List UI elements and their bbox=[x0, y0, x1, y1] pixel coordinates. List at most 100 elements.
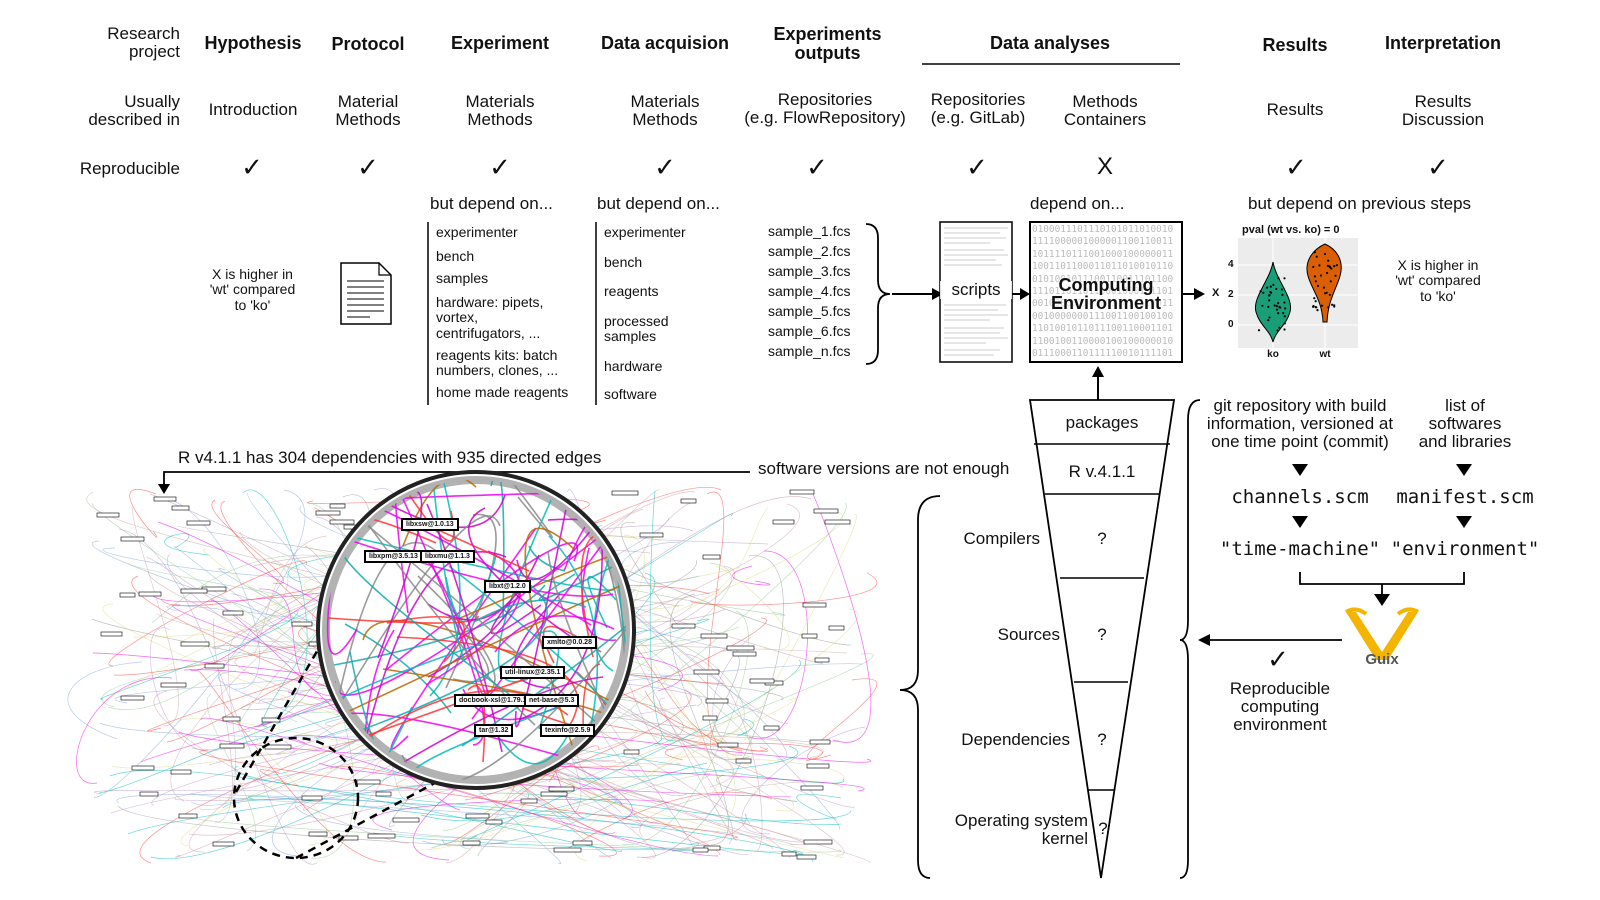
violin-point bbox=[1267, 319, 1270, 322]
violin-dots bbox=[1257, 251, 1338, 332]
described-analyses-repos: Repositories (e.g. GitLab) bbox=[930, 90, 1026, 127]
reproducible-env-text: Reproducible computing environment bbox=[1229, 679, 1331, 734]
violin-point bbox=[1283, 301, 1286, 304]
zoom-node: libxmu@1.1.3 bbox=[420, 550, 475, 563]
zoom-edge bbox=[473, 599, 587, 623]
funnel-left-brace bbox=[899, 495, 941, 879]
funnel-unknown: ? bbox=[1097, 730, 1107, 749]
violin-point bbox=[1273, 304, 1276, 307]
graph-node bbox=[261, 717, 281, 723]
graph-edge bbox=[132, 506, 179, 727]
violin-point bbox=[1276, 329, 1279, 332]
graph-edge bbox=[196, 669, 387, 863]
graph-node bbox=[623, 749, 640, 755]
violin-point bbox=[1314, 280, 1317, 283]
graph-node bbox=[291, 621, 313, 627]
graph-node bbox=[611, 490, 639, 496]
graph-node bbox=[222, 716, 241, 722]
fcs-file: sample_2.fcs bbox=[768, 243, 851, 259]
fcs-file: sample_6.fcs bbox=[768, 323, 851, 339]
dependency-graph-nodes bbox=[96, 489, 851, 860]
experiment-dep-item: samples bbox=[436, 270, 489, 286]
violin-point bbox=[1275, 308, 1279, 311]
graph-node bbox=[204, 663, 225, 669]
funnel-unknown: ? bbox=[1097, 529, 1107, 548]
versions-note: software versions are not enough bbox=[756, 459, 1012, 478]
graph-node bbox=[540, 791, 568, 797]
col-experiments-outputs: Experiments outputs bbox=[773, 24, 882, 63]
graph-node bbox=[338, 835, 359, 841]
graph-node bbox=[693, 669, 720, 675]
graph-node bbox=[717, 742, 739, 748]
described-experiment: Materials Methods bbox=[465, 92, 535, 129]
graph-node bbox=[170, 769, 192, 775]
violin-point bbox=[1330, 267, 1333, 270]
zoom-edge bbox=[524, 527, 575, 749]
graph-edge bbox=[100, 610, 299, 700]
graph-node bbox=[315, 510, 341, 516]
graph-node bbox=[572, 840, 593, 846]
graph-node bbox=[485, 819, 503, 825]
acquisition-dep-item: experimenter bbox=[604, 224, 686, 240]
row-label-research-project: Research project bbox=[107, 24, 180, 61]
experiment-dep-item: reagents kits: batch numbers, clones, ..… bbox=[436, 347, 559, 379]
graph-edge bbox=[210, 600, 461, 811]
document-icon bbox=[340, 262, 392, 325]
zoom-edge bbox=[528, 545, 566, 572]
guix-label: Guix bbox=[1365, 651, 1399, 668]
violin-ko bbox=[1254, 261, 1292, 343]
violin-point bbox=[1320, 304, 1324, 307]
violin-point bbox=[1277, 302, 1280, 305]
graph-node bbox=[264, 744, 292, 750]
check-interpretation: ✓ bbox=[1427, 152, 1449, 182]
fcs-file: sample_4.fcs bbox=[768, 283, 851, 299]
graph-edge bbox=[117, 805, 699, 851]
graph-caption-arrow bbox=[163, 471, 750, 486]
violin-point bbox=[1279, 306, 1282, 309]
row-label-described-in: Usually described in bbox=[88, 92, 180, 129]
graph-node bbox=[119, 592, 136, 598]
graph-edge bbox=[116, 794, 422, 809]
violin-point bbox=[1329, 280, 1332, 283]
acquisition-dep-item: hardware bbox=[604, 358, 663, 374]
graph-edge bbox=[685, 653, 763, 852]
graph-node bbox=[465, 813, 490, 819]
graph-node bbox=[763, 725, 780, 731]
violin-point bbox=[1315, 255, 1318, 258]
graph-node bbox=[814, 657, 830, 663]
violin-point bbox=[1326, 271, 1329, 275]
check-hypothesis: ✓ bbox=[241, 152, 263, 182]
acquisition-dep-item: processed samples bbox=[604, 313, 669, 345]
graph-node bbox=[301, 795, 323, 801]
zoom-edge bbox=[327, 615, 479, 624]
fcs-file: sample_1.fcs bbox=[768, 223, 851, 239]
experiment-dep-item: bench bbox=[436, 248, 475, 264]
violin-point bbox=[1316, 309, 1319, 312]
channels-file: channels.scm bbox=[1231, 486, 1369, 508]
graph-edge bbox=[190, 792, 794, 846]
graph-edge bbox=[109, 769, 622, 852]
graph-edge bbox=[459, 653, 874, 850]
violin-point bbox=[1312, 265, 1315, 268]
graph-node bbox=[824, 519, 851, 525]
depend-analyses: depend on... bbox=[1030, 194, 1125, 213]
zoom-edge bbox=[397, 487, 485, 746]
graph-edge bbox=[151, 554, 360, 624]
manifest-file: manifest.scm bbox=[1396, 486, 1534, 508]
graph-edge bbox=[212, 618, 233, 824]
graph-node bbox=[702, 554, 721, 560]
list-softwares-text: list of softwares and libraries bbox=[1418, 396, 1512, 451]
violin-point bbox=[1313, 297, 1316, 300]
violin-point bbox=[1323, 252, 1327, 256]
violin-point bbox=[1259, 290, 1262, 293]
graph-node bbox=[806, 763, 830, 769]
graph-node bbox=[796, 854, 817, 860]
graph-node bbox=[186, 520, 211, 526]
check-results: ✓ bbox=[1285, 152, 1307, 182]
zoom-node: xmlto@0.0.28 bbox=[542, 636, 597, 649]
graph-edge bbox=[294, 804, 508, 845]
violin-point bbox=[1322, 286, 1326, 289]
graph-node bbox=[462, 840, 481, 846]
zoom-edge bbox=[326, 574, 626, 724]
arrow-to-scripts-head bbox=[932, 288, 943, 300]
